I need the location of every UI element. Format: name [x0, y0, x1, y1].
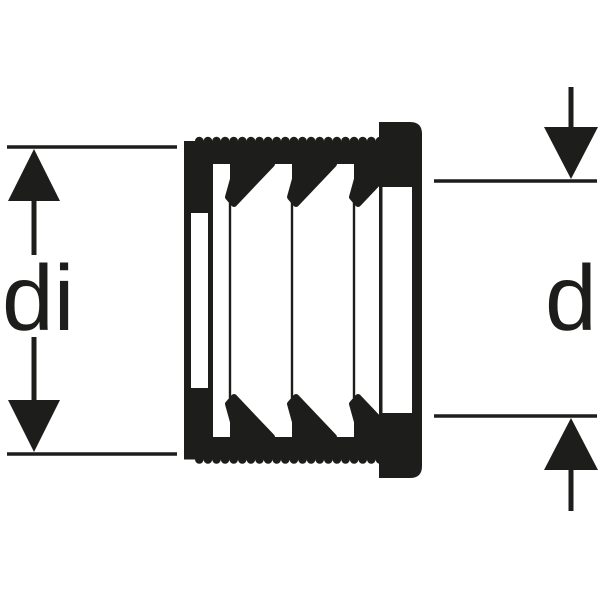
bottom-ribbed-band [184, 437, 385, 464]
right-dimension-label: d [545, 246, 597, 350]
fin-tip-line-2 [290, 202, 294, 398]
seal-fin-top-2 [287, 161, 337, 207]
left-dimension: di [2, 145, 177, 456]
right-arrowhead-up-icon [544, 418, 598, 470]
left-arrow-stem-top [31, 199, 37, 255]
left-dimension-label: di [2, 246, 74, 350]
left-arrowhead-down-icon [8, 400, 60, 452]
left-arrow-stem-bottom [31, 337, 37, 402]
left-wall-groove [191, 213, 208, 388]
seal-fin-top-1 [225, 161, 275, 207]
left-arrowhead-up-icon [8, 149, 60, 201]
right-arrowhead-down-icon [544, 127, 598, 179]
fin-tip-line-3 [352, 202, 356, 398]
right-arrow-stem-bottom [568, 469, 574, 511]
seal-fin-bottom-3 [349, 394, 399, 440]
flange-bore [382, 187, 412, 413]
right-arrow-stem-top [568, 87, 574, 129]
fin-tip-line-1 [228, 202, 232, 398]
seal-fin-bottom-1 [225, 394, 275, 440]
fitting-cross-section [184, 122, 422, 478]
top-ribbed-band [184, 136, 385, 164]
seal-fin-bottom-2 [287, 394, 337, 440]
seal-fin-top-3 [349, 161, 399, 207]
right-dimension: d [434, 87, 598, 511]
